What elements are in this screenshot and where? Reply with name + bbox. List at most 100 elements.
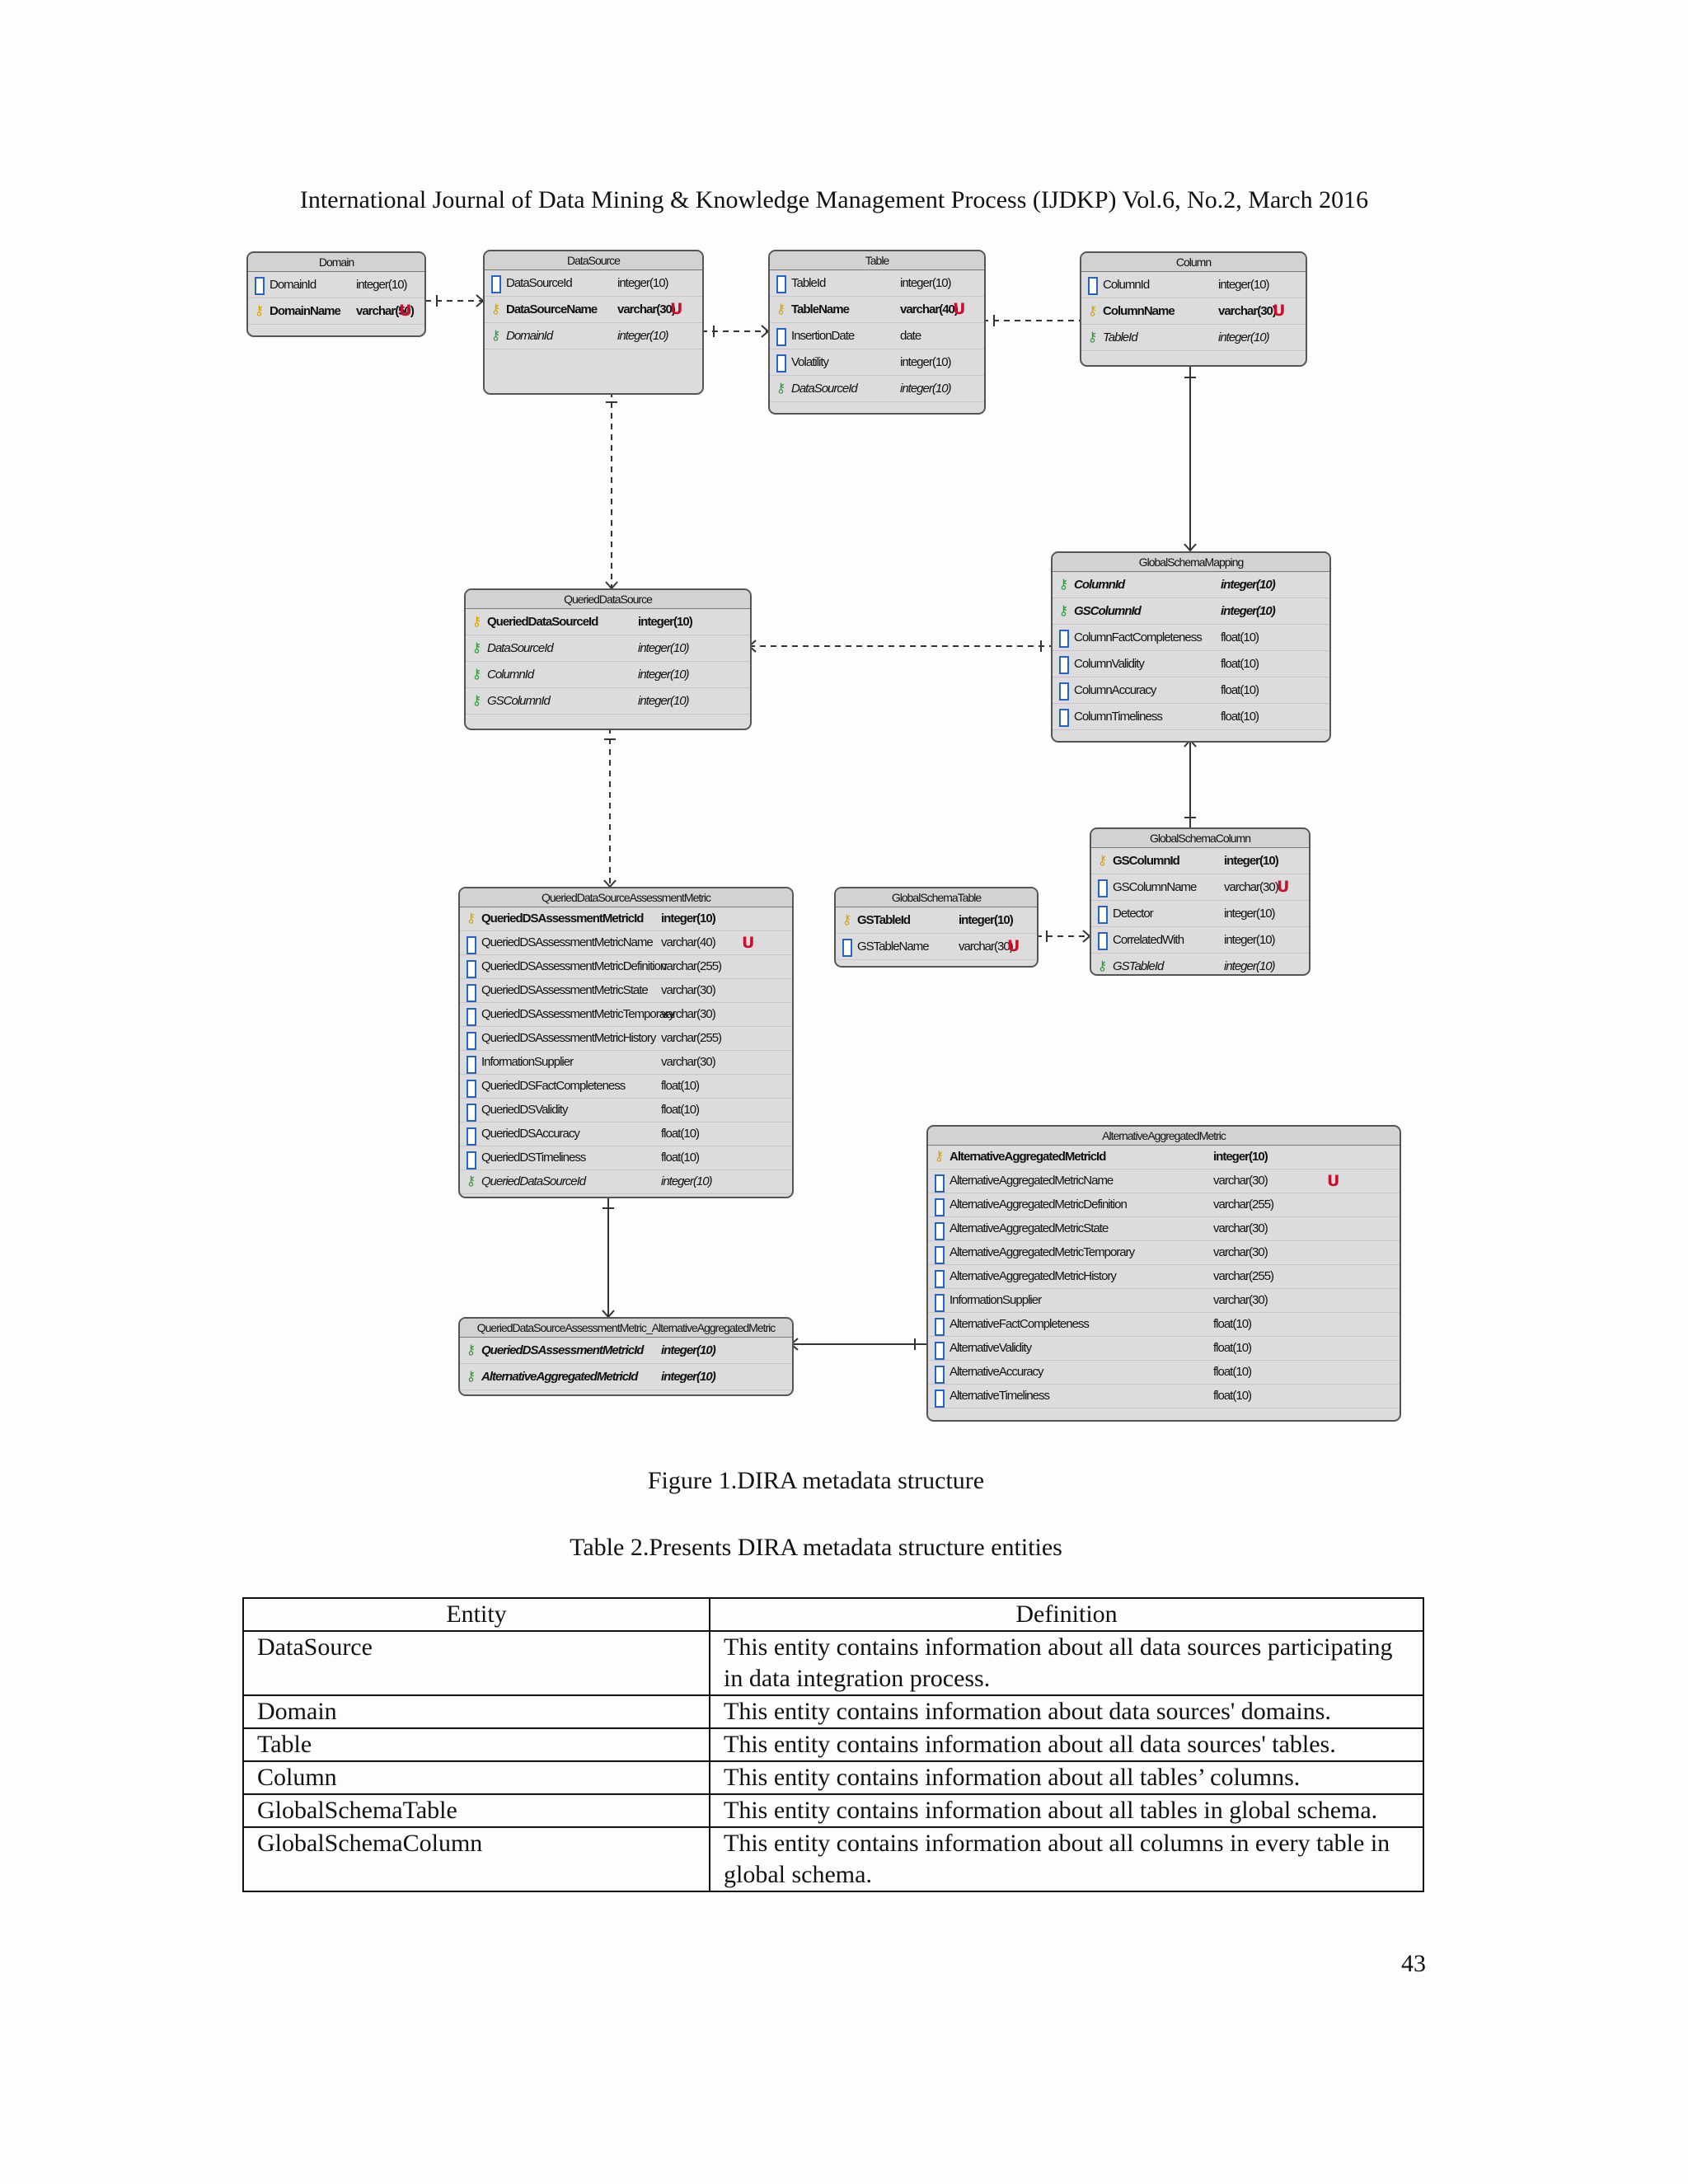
entity-querieddatasourceassessmentmetric: QueriedDataSourceAssessmentMetric⚷Querie…: [458, 887, 794, 1198]
attribute-type: integer(10): [959, 913, 1014, 927]
attribute-name: GSTableName: [857, 940, 930, 954]
foreign-key-icon: ⚷: [471, 641, 482, 655]
column-icon: [1098, 906, 1108, 924]
column-icon: [935, 1174, 945, 1193]
attribute-name: DataSourceName: [506, 302, 598, 316]
column-icon: [467, 1032, 476, 1050]
attribute-name: GSColumnId: [487, 694, 551, 708]
attribute-type: integer(10): [661, 1174, 713, 1188]
table-caption: Table 2.Presents DIRA metadata structure…: [570, 1534, 1062, 1561]
attribute-type: float(10): [661, 1127, 700, 1141]
attribute-type: varchar(255): [661, 959, 722, 973]
entity-cell: GlobalSchemaColumn: [242, 1826, 710, 1892]
attribute-name: TableId: [1103, 330, 1138, 344]
unique-constraint-icon: U: [742, 934, 755, 952]
attribute-name: AlternativeAggregatedMetricId: [481, 1370, 638, 1384]
foreign-key-icon: ⚷: [1058, 604, 1069, 618]
entity-qdsam-aam-link: QueriedDataSourceAssessmentMetric_Altern…: [458, 1317, 794, 1396]
attribute-name: QueriedDSAssessmentMetricDefinition: [481, 959, 667, 973]
unique-constraint-icon: U: [670, 300, 683, 318]
definition-cell: This entity contains information about a…: [709, 1826, 1424, 1892]
table-header-row: Entity Definition: [242, 1597, 1424, 1632]
column-icon: [935, 1366, 945, 1384]
attribute-type: varchar(30): [661, 1007, 716, 1021]
attribute-type: float(10): [1213, 1389, 1252, 1403]
column-icon: [255, 277, 265, 295]
primary-key-icon: ⚷: [254, 304, 265, 318]
entity-cell: DataSource: [242, 1630, 710, 1696]
attribute-name: Volatility: [791, 355, 829, 369]
unique-constraint-icon: U: [1273, 302, 1286, 320]
entity-title: QueriedDataSourceAssessmentMetric_Altern…: [460, 1319, 792, 1338]
column-icon: [467, 984, 476, 1002]
attribute-name: TableId: [791, 276, 826, 290]
foreign-key-icon: ⚷: [1058, 578, 1069, 592]
entity-attribute-row: GSTableName varchar(30)U: [836, 934, 1037, 960]
attribute-type: float(10): [1221, 657, 1259, 671]
attribute-type: varchar(30): [959, 940, 1014, 954]
attribute-type: integer(10): [638, 615, 693, 629]
attribute-type: varchar(30): [661, 983, 716, 997]
attribute-type: integer(10): [1224, 907, 1276, 921]
attribute-type: varchar(40): [900, 302, 959, 316]
attribute-name: ColumnId: [1103, 278, 1150, 292]
attribute-type: varchar(30): [617, 302, 676, 316]
attribute-name: InformationSupplier: [481, 1055, 574, 1069]
page-number: 43: [1401, 1950, 1426, 1977]
attribute-name: AlternativeAggregatedMetricTemporary: [950, 1245, 1135, 1259]
column-icon: [467, 1080, 476, 1098]
unique-constraint-icon: U: [1327, 1172, 1340, 1190]
entity-title: Column: [1081, 253, 1306, 272]
column-icon: [776, 275, 786, 293]
attribute-type: integer(10): [638, 641, 690, 655]
entity-attribute-row: DataSourceId integer(10): [485, 270, 702, 297]
foreign-key-icon: ⚷: [776, 382, 786, 396]
attribute-type: varchar(30): [1224, 880, 1279, 894]
attribute-type: integer(10): [1224, 933, 1276, 947]
foreign-key-icon: ⚷: [1087, 330, 1098, 344]
primary-key-icon: ⚷: [471, 615, 482, 629]
foreign-key-icon: ⚷: [466, 1174, 476, 1188]
attribute-type: integer(10): [1221, 578, 1276, 592]
attribute-type: integer(10): [638, 668, 690, 682]
attribute-type: integer(10): [661, 1370, 716, 1384]
attribute-name: QueriedDSAssessmentMetricState: [481, 983, 649, 997]
column-icon: [1059, 682, 1069, 701]
column-icon: [842, 939, 852, 957]
attribute-name: ColumnValidity: [1074, 657, 1145, 671]
column-icon: [467, 1151, 476, 1169]
attribute-name: GSColumnId: [1074, 604, 1142, 618]
definition-cell: This entity contains information about a…: [709, 1727, 1424, 1762]
attribute-name: DataSourceId: [506, 276, 573, 290]
column-icon: [1088, 277, 1098, 295]
attribute-name: TableName: [791, 302, 850, 316]
column-icon: [491, 275, 501, 293]
attribute-type: integer(10): [617, 276, 669, 290]
unique-constraint-icon: U: [1007, 937, 1020, 955]
column-icon: [935, 1390, 945, 1408]
header-definition: Definition: [709, 1597, 1424, 1632]
attribute-name: GSColumnId: [1113, 854, 1180, 868]
column-icon: [1059, 656, 1069, 674]
attribute-type: integer(10): [900, 355, 952, 369]
